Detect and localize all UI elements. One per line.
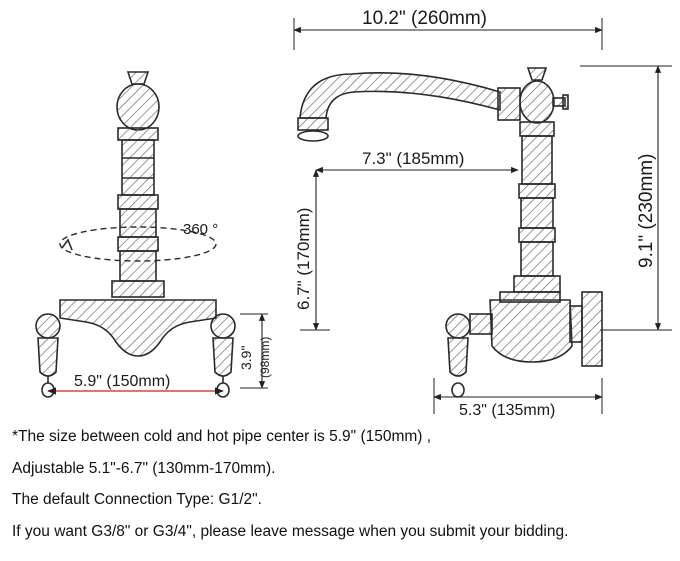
pipe-center-label: 5.9" (150mm) (74, 373, 170, 390)
body-height-inches: 3.9" (238, 346, 254, 370)
front-view-faucet (35, 71, 236, 377)
side-view-handle-tip (451, 382, 465, 398)
right-height-label: 9.1" (230mm) (636, 154, 657, 268)
spout-reach-label: 7.3" (185mm) (362, 149, 464, 168)
rotation-indicator (59, 226, 217, 262)
rotation-label: 360 ° (183, 221, 218, 238)
note-connection-type: The default Connection Type: G1/2". (12, 491, 262, 508)
note-pipe-center: *The size between cold and hot pipe cent… (12, 428, 432, 445)
side-view-faucet (297, 67, 603, 377)
top-width-label: 10.2" (260mm) (362, 8, 487, 29)
note-alternative-connection: If you want G3/8" or G3/4", please leave… (12, 523, 569, 540)
left-height-label: 6.7" (170mm) (294, 208, 313, 310)
body-height-mm: (98mm) (258, 337, 272, 378)
note-adjustable: Adjustable 5.1"-6.7" (130mm-170mm). (12, 460, 276, 477)
bottom-width-label: 5.3" (135mm) (459, 402, 555, 419)
rotation-arrow (61, 238, 73, 251)
